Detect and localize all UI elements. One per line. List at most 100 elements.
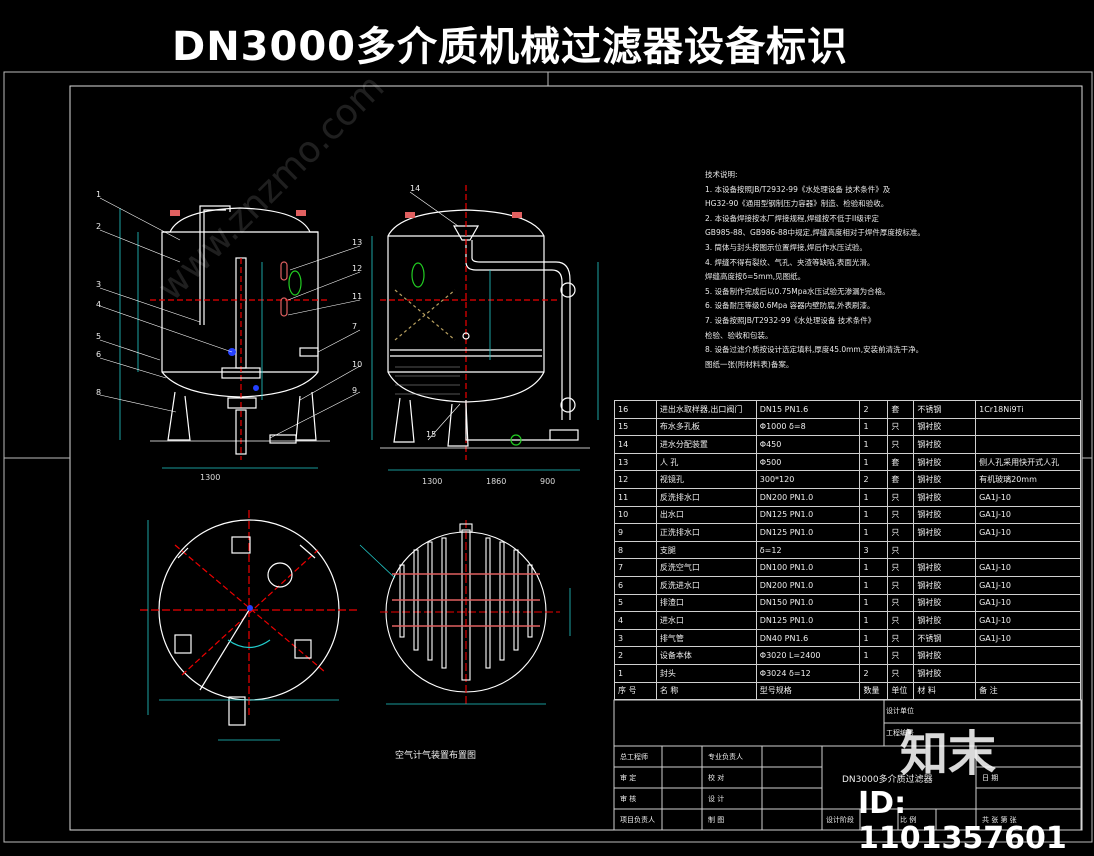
bom-cell-no: 序 号 (614, 681, 657, 701)
bom-cell-spec: DN40 PN1.6 (755, 628, 861, 648)
bom-cell-spec: DN125 PN1.0 (755, 523, 861, 542)
bom-cell-unit: 只 (887, 593, 915, 613)
tb-mid-2: 设 计 (708, 795, 725, 803)
bom-cell-remark (975, 646, 1081, 665)
bom-header-row: 序 号名 称型号规格数量单位材 料备 注 (614, 681, 1081, 701)
bom-cell-material: 钢衬胶 (913, 523, 977, 542)
bom-cell-remark: GA1J-10 (975, 487, 1081, 507)
bom-cell-unit: 只 (887, 628, 915, 648)
watermark-brand: 知末 (900, 726, 997, 782)
leader-4: 4 (96, 300, 102, 309)
bom-cell-spec: DN200 PN1.0 (755, 487, 861, 507)
bom-cell-qty: 1 (859, 611, 889, 630)
bom-cell-qty: 2 (859, 470, 889, 489)
bom-cell-spec: δ=12 (755, 540, 861, 560)
bom-cell-qty: 1 (859, 435, 889, 454)
bom-cell-name: 人 孔 (655, 452, 757, 472)
leader-9: 9 (352, 386, 358, 395)
design-unit-label: 设计单位 (886, 707, 914, 715)
bom-cell-qty: 1 (859, 505, 889, 525)
stage-label: 设计阶段 (826, 816, 854, 824)
leader-8: 8 (96, 388, 102, 397)
bom-cell-qty: 2 (859, 400, 889, 419)
bom-cell-name: 名 称 (655, 681, 757, 701)
bom-cell-name: 排渣口 (655, 593, 757, 613)
note-line: 8. 设备过滤介质按设计选定填料,厚度45.0mm,安装前清洗干净。 (705, 345, 924, 355)
bom-cell-no: 7 (614, 558, 657, 577)
bom-cell-material: 钢衬胶 (913, 452, 977, 472)
bom-cell-no: 12 (614, 470, 657, 489)
bom-cell-name: 进出水取样器,出口阀门 (655, 400, 757, 419)
bom-cell-remark: 侧人孔采用快开式人孔 (975, 452, 1081, 472)
bom-cell-qty: 1 (859, 523, 889, 542)
bom-cell-material (913, 540, 977, 560)
bom-cell-remark (975, 435, 1081, 454)
bom-cell-spec: Φ500 (755, 452, 861, 472)
bom-cell-qty: 1 (859, 417, 889, 437)
bom-cell-name: 视镜孔 (655, 470, 757, 489)
bom-cell-no: 14 (614, 435, 657, 454)
bom-cell-spec: DN150 PN1.0 (755, 593, 861, 613)
page-title: DN3000多介质机械过滤器设备标识 (171, 24, 848, 70)
note-line: 4. 焊缝不得有裂纹、气孔、夹渣等缺陷,表面光滑。 (705, 257, 875, 267)
air-distributor-view (359, 520, 571, 705)
bom-cell-remark: GA1J-10 (975, 593, 1081, 613)
bom-cell-unit: 只 (887, 558, 915, 577)
date-label: 日 期 (982, 774, 999, 782)
bom-cell-material: 钢衬胶 (913, 558, 977, 577)
vent-pipe (199, 205, 231, 325)
bom-cell-name: 支腿 (655, 540, 757, 560)
bom-cell-qty: 1 (859, 575, 889, 595)
bom-cell-qty: 1 (859, 628, 889, 648)
note-line: 焊缝高度按δ=5mm,见图纸。 (705, 272, 806, 282)
leader-6: 6 (96, 350, 102, 359)
bom-cell-material: 不锈钢 (913, 628, 977, 648)
bom-cell-remark (975, 417, 1081, 437)
bom-cell-unit: 只 (887, 575, 915, 595)
bom-cell-unit: 套 (887, 452, 915, 472)
plan-view (140, 510, 360, 741)
bom-cell-unit: 只 (887, 523, 915, 542)
sheet-label: 共 张 第 张 (982, 816, 1017, 824)
bom-cell-name: 反洗空气口 (655, 558, 757, 577)
leader-15: 15 (426, 430, 437, 439)
bom-cell-remark: GA1J-10 (975, 575, 1081, 595)
tb-mid-0: 专业负责人 (708, 753, 743, 761)
note-line: 6. 设备耐压等级0.6Mpa 容器内壁防腐,外表刷漆。 (705, 301, 875, 311)
tb-left-0: 总工程师 (620, 753, 648, 761)
bom-cell-material: 钢衬胶 (913, 663, 977, 683)
tb-left-1: 审 定 (620, 774, 637, 782)
bom-cell-spec: Φ3020 L=2400 (755, 646, 861, 665)
bom-cell-unit: 只 (887, 540, 915, 560)
bom-cell-material: 钢衬胶 (913, 646, 977, 665)
side-dim-2: 1860 (486, 477, 507, 486)
bom-cell-qty: 1 (859, 487, 889, 507)
bom-cell-unit: 套 (887, 470, 915, 489)
bom-cell-qty: 1 (859, 558, 889, 577)
bom-cell-spec: Φ1000 δ=8 (755, 417, 861, 437)
leader-11: 11 (352, 292, 363, 301)
bom-cell-remark (975, 663, 1081, 683)
note-line: 7. 设备按照JB/T2932-99《水处理设备 技术条件》 (705, 315, 876, 325)
bom-cell-material: 钢衬胶 (913, 505, 977, 525)
bom-cell-name: 反洗进水口 (655, 575, 757, 595)
bom-cell-name: 出水口 (655, 505, 757, 525)
note-line: 3. 筒体与封头按图示位置焊接,焊后作水压试验。 (705, 242, 867, 252)
bom-cell-name: 设备本体 (655, 646, 757, 665)
bom-cell-material: 钢衬胶 (913, 487, 977, 507)
bom-cell-unit: 只 (887, 611, 915, 630)
bom-cell-name: 进水口 (655, 611, 757, 630)
leader-14: 14 (410, 184, 421, 193)
bom-cell-material: 材 料 (913, 681, 977, 701)
leader-7: 7 (352, 322, 358, 331)
side-elevation (371, 185, 599, 471)
bom-cell-no: 15 (614, 417, 657, 437)
